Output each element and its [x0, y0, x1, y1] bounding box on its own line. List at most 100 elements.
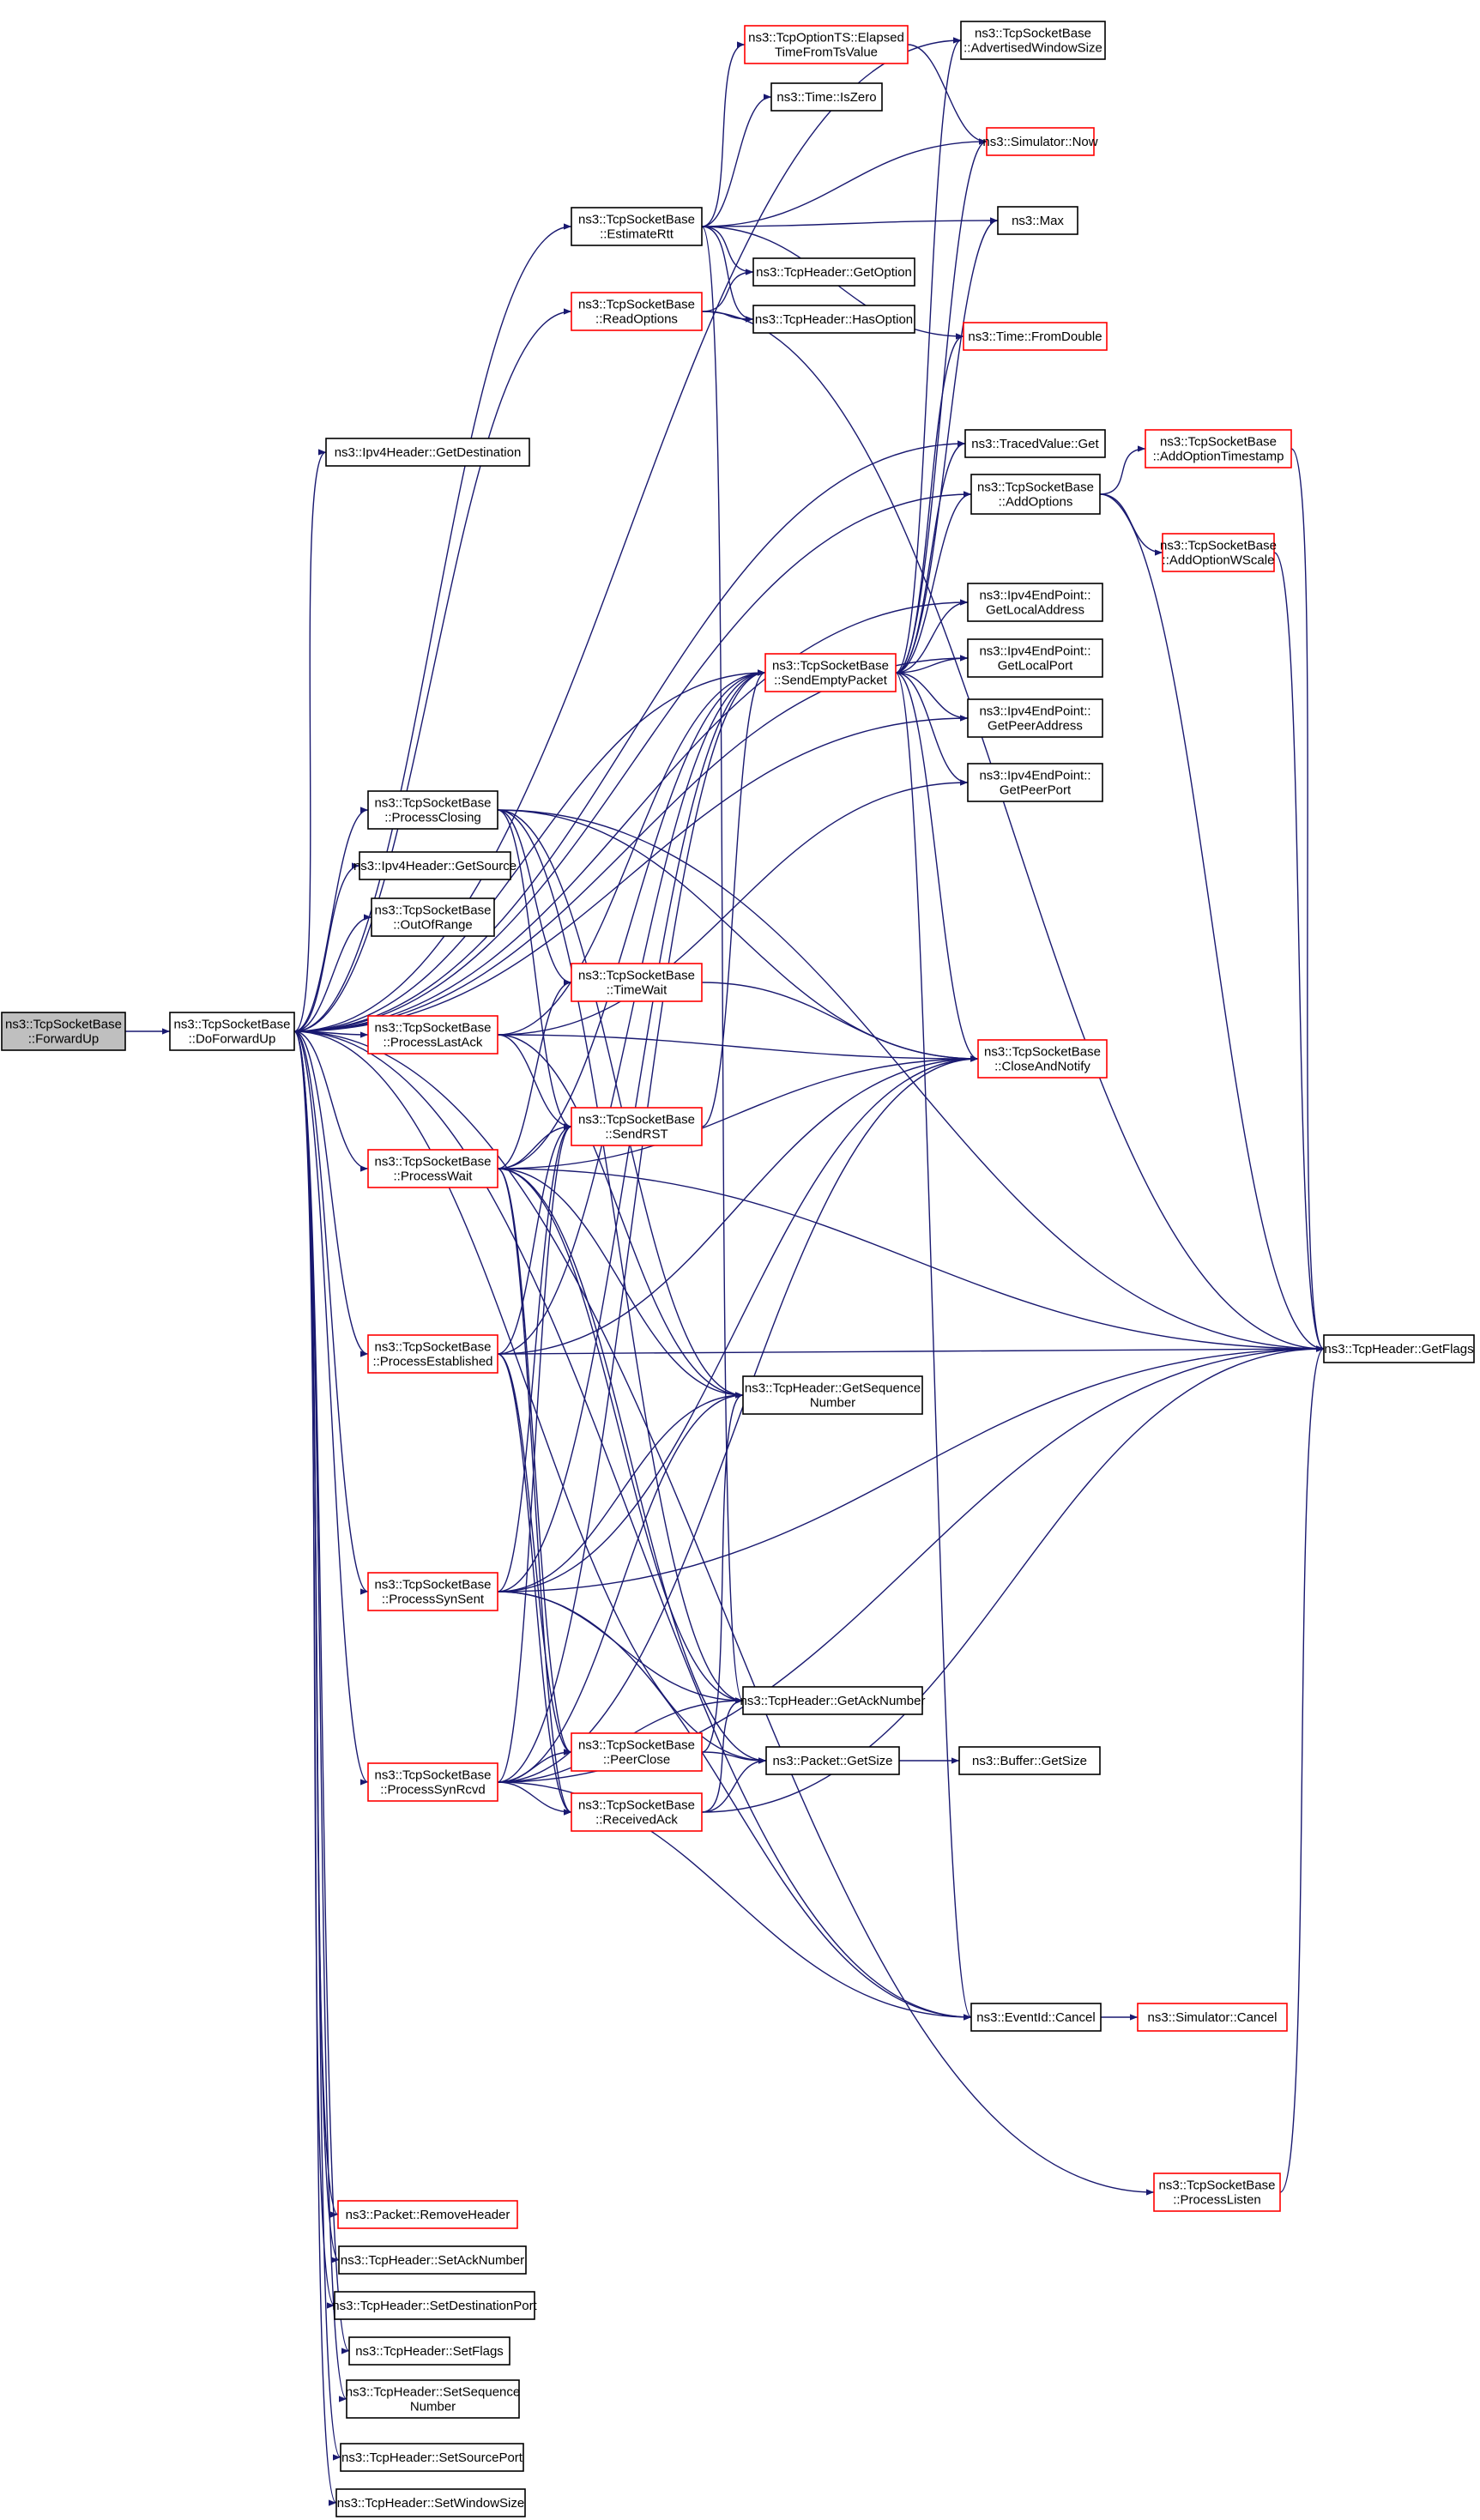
node-box [970, 2003, 1102, 2032]
node-outofrange[interactable]: ns3::TcpSocketBase::OutOfRange [371, 897, 495, 937]
node-eventcancel[interactable]: ns3::EventId::Cancel [970, 2003, 1102, 2032]
edge-arrow [895, 655, 969, 674]
node-peerclose[interactable]: ns3::TcpSocketBase::PeerClose [571, 1732, 703, 1772]
node-receivedack[interactable]: ns3::TcpSocketBase::ReceivedAck [571, 1792, 703, 1832]
edge-readoptions-to-hasoption [701, 311, 754, 323]
node-setacknumber[interactable]: ns3::TcpHeader::SetAckNumber [338, 2245, 527, 2275]
node-ipv4getsource[interactable]: ns3::Ipv4Header::GetSource [353, 851, 516, 880]
node-setwindowsize[interactable]: ns3::TcpHeader::SetWindowSize [335, 2488, 526, 2517]
edge-doforwardup-to-getpeeraddress [293, 715, 969, 1032]
edge-estimatertt-to-getoption [701, 226, 754, 275]
edge-arrow [497, 1034, 744, 1399]
node-box [752, 305, 915, 334]
edge-arrow [497, 1353, 572, 1756]
edge-arrow [497, 1055, 979, 1783]
node-packetgetsize[interactable]: ns3::Packet::GetSize [765, 1746, 900, 1775]
edge-doforwardup-to-processlisten [293, 1030, 1155, 2196]
edge-arrow [497, 1168, 744, 1399]
edge-doforwardup-to-setsourceport [293, 1030, 341, 2461]
node-label-line: ::AddOptionTimestamp [1153, 450, 1284, 464]
node-getpeeraddress[interactable]: ns3::Ipv4EndPoint::GetPeerAddress [967, 698, 1103, 738]
node-setflags[interactable]: ns3::TcpHeader::SetFlags [348, 2336, 510, 2366]
edge-sendemptypacket-to-tracedget [895, 440, 966, 674]
edge-processclosing-to-closeandnotify [497, 809, 979, 1062]
node-getoption[interactable]: ns3::TcpHeader::GetOption [752, 257, 915, 287]
node-processclosing[interactable]: ns3::TcpSocketBase::ProcessClosing [367, 790, 498, 830]
edge-arrow [497, 1345, 1325, 1592]
node-processlisten[interactable]: ns3::TcpSocketBase::ProcessListen [1153, 2173, 1281, 2212]
node-processsynrcvd[interactable]: ns3::TcpSocketBase::ProcessSynRcvd [367, 1762, 498, 1802]
edge-arrow [293, 1030, 369, 1786]
edge-arrow [1099, 445, 1146, 495]
node-setdestport[interactable]: ns3::TcpHeader::SetDestinationPort [332, 2291, 538, 2320]
node-label-line: ns3::Ipv4EndPoint:: [979, 704, 1090, 719]
node-label-line: ns3::TcpSocketBase [772, 659, 889, 674]
node-tracedget[interactable]: ns3::TracedValue::Get [964, 429, 1106, 458]
node-setsourceport[interactable]: ns3::TcpHeader::SetSourcePort [340, 2443, 524, 2472]
node-processwait[interactable]: ns3::TcpSocketBase::ProcessWait [367, 1149, 498, 1188]
node-addoptions[interactable]: ns3::TcpSocketBase::AddOptions [970, 474, 1101, 515]
edge-arrow [701, 226, 754, 323]
node-sendrst[interactable]: ns3::TcpSocketBase::SendRST [571, 1107, 703, 1146]
node-box [970, 474, 1101, 515]
edge-arrow [497, 1781, 972, 2021]
node-label-line: ns3::TcpSocketBase [578, 213, 695, 227]
node-iszero[interactable]: ns3::Time::IsZero [770, 82, 883, 112]
edge-sendemptypacket-to-fromdouble [895, 333, 964, 674]
edge-processsynrcvd-to-receivedack [497, 1781, 572, 1816]
node-removeheader[interactable]: ns3::Packet::RemoveHeader [337, 2200, 518, 2229]
node-addopttimestamp[interactable]: ns3::TcpSocketBase::AddOptionTimestamp [1145, 429, 1292, 468]
node-max[interactable]: ns3::Max [997, 206, 1078, 235]
node-label-line: ns3::TcpHeader::SetDestinationPort [332, 2299, 537, 2313]
edge-arrow [293, 599, 969, 1032]
node-buffergetsize[interactable]: ns3::Buffer::GetSize [958, 1746, 1101, 1775]
node-box [770, 82, 883, 112]
node-simnow[interactable]: ns3::Simulator::Now [982, 127, 1098, 156]
node-doforwardup[interactable]: ns3::TcpSocketBase::DoForwardUp [169, 1012, 295, 1051]
edge-doforwardup-to-processclosing [293, 807, 369, 1032]
edge-arrow [497, 1055, 979, 1592]
node-getpeerport[interactable]: ns3::Ipv4EndPoint::GetPeerPort [967, 763, 1103, 802]
edge-arrow [497, 1168, 767, 1764]
node-processsynsent[interactable]: ns3::TcpSocketBase::ProcessSynSent [367, 1572, 498, 1611]
edge-arrow [497, 669, 766, 1355]
node-label-line: ns3::TcpSocketBase [578, 1798, 695, 1813]
node-advertisedwindowsize[interactable]: ns3::TcpSocketBase::AdvertisedWindowSize [960, 21, 1106, 60]
edge-arrow [701, 94, 772, 227]
node-label-line: ns3::TcpSocketBase [578, 969, 695, 983]
node-fromdouble[interactable]: ns3::Time::FromDouble [963, 322, 1108, 351]
edge-arrow [497, 809, 979, 1062]
node-getlocalport[interactable]: ns3::Ipv4EndPoint::GetLocalPort [967, 638, 1103, 678]
node-getflags[interactable]: ns3::TcpHeader::GetFlags [1323, 1334, 1475, 1363]
node-addoptwscale[interactable]: ns3::TcpSocketBase::AddOptionWScale [1160, 533, 1277, 572]
node-ipv4getdest[interactable]: ns3::Ipv4Header::GetDestination [325, 438, 530, 467]
edge-arrow [497, 1781, 572, 1816]
node-label-line: ns3::TcpSocketBase [375, 1155, 492, 1169]
node-processestablished[interactable]: ns3::TcpSocketBase::ProcessEstablished [367, 1334, 498, 1374]
node-label-line: ns3::TcpSocketBase [578, 1113, 695, 1127]
edge-doforwardup-to-processsynsent [293, 1030, 369, 1595]
node-readoptions[interactable]: ns3::TcpSocketBase::ReadOptions [571, 292, 703, 331]
edge-arrow [293, 1030, 341, 2461]
edge-doforwardup-to-ipv4getdest [293, 449, 327, 1032]
node-box [335, 2488, 526, 2517]
node-estimatertt[interactable]: ns3::TcpSocketBase::EstimateRtt [571, 207, 703, 246]
edge-peerclose-to-getseqnum [701, 1392, 744, 1753]
node-timewait[interactable]: ns3::TcpSocketBase::TimeWait [571, 963, 703, 1002]
edge-arrow [895, 599, 969, 674]
node-closeandnotify[interactable]: ns3::TcpSocketBase::CloseAndNotify [977, 1039, 1108, 1079]
edge-arrow [497, 1123, 572, 1592]
node-getlocaladdress[interactable]: ns3::Ipv4EndPoint::GetLocalAddress [967, 583, 1103, 622]
edge-receivedack-to-getflags [701, 1345, 1325, 1813]
node-box [334, 2291, 535, 2320]
node-simcancel[interactable]: ns3::Simulator::Cancel [1137, 2003, 1288, 2032]
edge-doforwardup-to-sendemptypacket [293, 669, 766, 1032]
node-getacknumber[interactable]: ns3::TcpHeader::GetAckNumber [740, 1686, 926, 1715]
node-sendemptypacket[interactable]: ns3::TcpSocketBase::SendEmptyPacket [764, 653, 897, 692]
node-label-line: ns3::TcpSocketBase [174, 1018, 291, 1032]
node-hasoption[interactable]: ns3::TcpHeader::HasOption [752, 305, 915, 334]
node-processlastack[interactable]: ns3::TcpSocketBase::ProcessLastAck [367, 1015, 498, 1055]
